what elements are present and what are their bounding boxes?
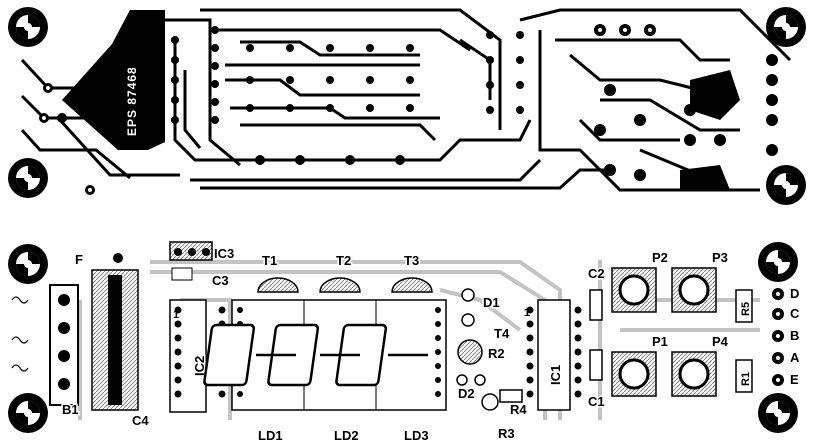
label-p3: P3: [712, 250, 728, 265]
trimmer-pots: [611, 267, 717, 397]
pin-c: C: [790, 306, 800, 321]
mounting-hole-icon: [758, 393, 798, 433]
pin-b: B: [790, 328, 799, 343]
pin1-ic1: 1: [524, 307, 530, 319]
label-r1: R1: [740, 372, 752, 386]
label-r4: R4: [510, 402, 527, 417]
mounting-hole-icon: [766, 165, 806, 205]
label-t3: T3: [404, 253, 419, 268]
pin1-ic2: 1: [173, 309, 179, 321]
label-d1: D1: [483, 295, 500, 310]
label-t1: T1: [262, 253, 277, 268]
pin-d: D: [790, 286, 799, 301]
ac-symbol-icon: [11, 296, 29, 372]
label-p2: P2: [652, 250, 668, 265]
mounting-hole-icon: [8, 158, 48, 198]
label-p1: P1: [652, 334, 668, 349]
mounting-hole-icon: [758, 242, 798, 282]
pin-e: E: [790, 372, 799, 387]
ic1-chip: [537, 299, 571, 411]
label-c3: C3: [212, 273, 229, 288]
mounting-hole-icon: [8, 393, 48, 433]
label-ic1: IC1: [548, 365, 563, 385]
mounting-hole-icon: [8, 7, 48, 47]
label-t4: T4: [494, 326, 510, 341]
ground-plane: [62, 10, 165, 150]
label-c4: C4: [132, 413, 149, 428]
label-r3: R3: [498, 426, 515, 441]
label-r2: R2: [488, 346, 505, 361]
mounting-hole-icon: [8, 244, 48, 284]
resistor-r1: [735, 359, 753, 393]
label-b1: B1: [62, 402, 79, 417]
resistor-r5: [735, 289, 753, 323]
label-p4: P4: [712, 334, 729, 349]
label-ic2: IC2: [192, 356, 207, 376]
label-ld3: LD3: [404, 428, 429, 443]
component-layer: B1 C4 F IC3 C3 IC2 1 T1 T2 T3: [8, 241, 802, 445]
label-ld1: LD1: [258, 428, 283, 443]
label-c2: C2: [588, 266, 605, 281]
label-c1: C1: [588, 394, 605, 409]
board-code: EPS 87468: [125, 66, 139, 136]
label-t2: T2: [336, 253, 351, 268]
label-ic3: IC3: [214, 246, 234, 261]
label-r5: R5: [740, 302, 752, 316]
pin-a: A: [790, 350, 800, 365]
label-ld2: LD2: [334, 428, 359, 443]
label-f: F: [75, 252, 83, 267]
label-d2: D2: [458, 386, 475, 401]
copper-layer: EPS 87468: [8, 7, 806, 205]
